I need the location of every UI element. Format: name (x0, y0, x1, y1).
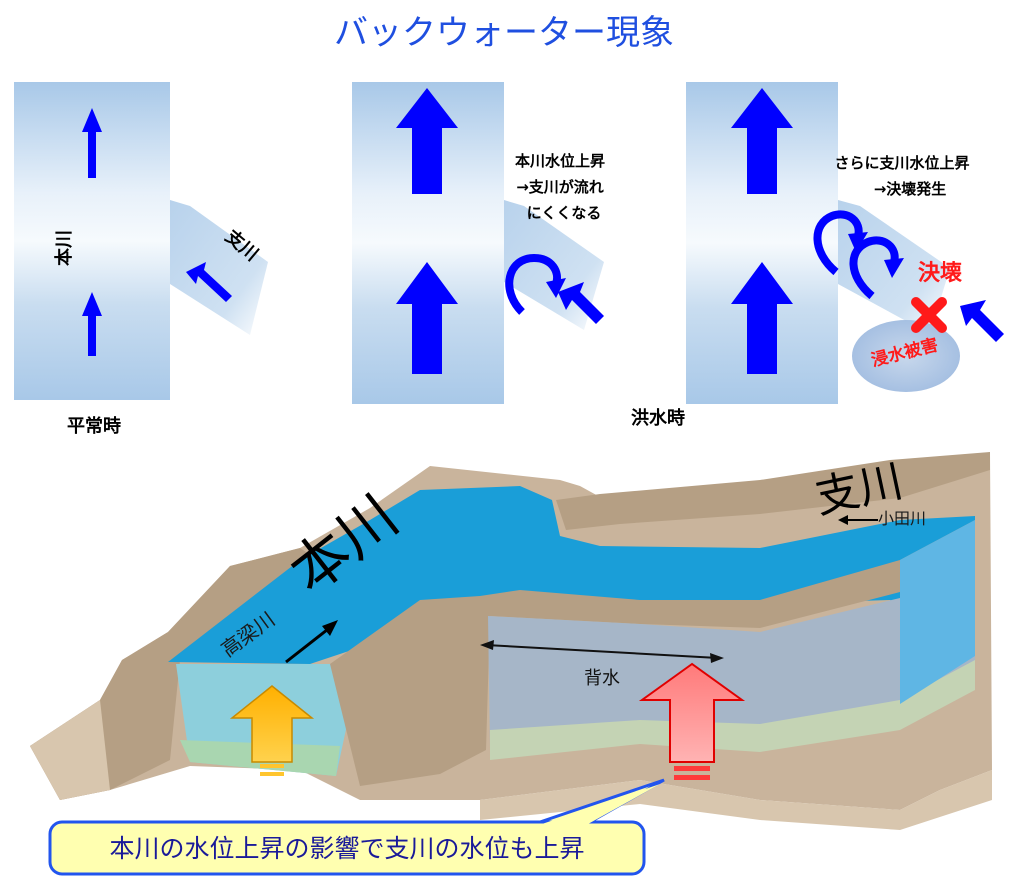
flow-arrow (396, 88, 604, 374)
backwater-label: 背水 (584, 668, 620, 689)
earth-front-right (480, 770, 992, 830)
panel-normal: 本川 支川 平常時 (14, 82, 268, 437)
water-rise-arrow-tributary (638, 662, 746, 780)
callout-text: 本川の水位上昇の影響で支川の水位も上昇 (109, 834, 584, 863)
main-river-water (168, 486, 975, 664)
breach-label: 決壊 (918, 261, 963, 286)
mid-note: 本川水位上昇 →支川が流れ にくくなる (515, 152, 605, 222)
water-rise-arrow-main (229, 685, 315, 776)
svg-text:さらに支川水位上昇: さらに支川水位上昇 (834, 154, 969, 172)
tributary-flow-arrow (838, 515, 878, 525)
backflow-arrowhead (848, 232, 868, 252)
levee-middle (330, 520, 975, 786)
tributary-section (488, 566, 975, 748)
svg-text:にくくなる: にくくなる (527, 204, 602, 222)
breach-x-icon (911, 297, 947, 333)
tributary-section-band (490, 660, 975, 760)
river-3d-illustration: 背水 本川 高梁川 支川 小田川 (30, 452, 992, 830)
svg-text:→支川が流れ: →支川が流れ (516, 178, 604, 196)
panel-flood-mid: 本川水位上昇 →支川が流れ にくくなる (352, 82, 605, 404)
backflow-arrow (813, 210, 863, 276)
backwater-span-arrow (480, 640, 724, 663)
svg-text:→決壊発生: →決壊発生 (874, 180, 947, 198)
main-river-label: 本川 (53, 230, 75, 266)
flow-arrow (82, 108, 232, 356)
backflow-arrow (849, 236, 899, 300)
tributary-water-side (900, 520, 975, 704)
levee-far (556, 452, 990, 530)
high-note: さらに支川水位上昇 →決壊発生 (834, 154, 969, 198)
backflow-arrowhead (546, 278, 566, 298)
tributary-channel (170, 200, 268, 335)
earth-front (30, 700, 110, 800)
normal-caption: 平常時 (67, 415, 121, 437)
flow-arrow (731, 88, 1004, 374)
flood-caption: 洪水時 (631, 407, 685, 429)
flood-area (852, 320, 960, 392)
callout-box (48, 820, 646, 876)
tributary-name: 小田川 (878, 509, 926, 528)
backflow-arrow (505, 253, 561, 315)
main-flow-arrow (285, 620, 338, 664)
callout: 本川の水位上昇の影響で支川の水位も上昇 (48, 778, 665, 876)
panel-flood-high: 決壊 浸水被害 さらに支川水位上昇 →決壊発生 (686, 82, 1004, 404)
backflow-arrowhead (884, 258, 904, 278)
diagram-title: バックウォーター現象 (334, 13, 674, 53)
svg-text:本川水位上昇: 本川水位上昇 (515, 152, 605, 170)
